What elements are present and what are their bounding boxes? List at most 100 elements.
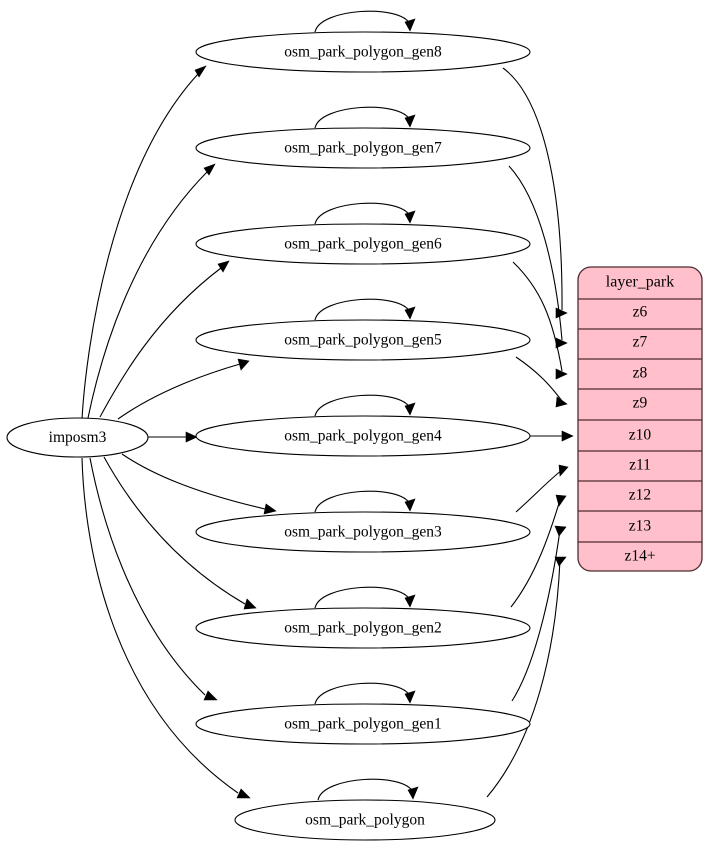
- self-loop-gen2: [314, 586, 411, 609]
- node-osm-park-polygon-gen6[interactable]: osm_park_polygon_gen6: [195, 223, 531, 265]
- node-gen8-shape[interactable]: [195, 31, 531, 73]
- arrowhead-gen6-to-z8: [555, 368, 568, 380]
- layer-park-table-outline: [577, 266, 703, 572]
- layer-park-table[interactable]: layer_park z6 z7 z8 z9 z10: [577, 266, 703, 572]
- node-osm-park-polygon-gen4[interactable]: osm_park_polygon_gen4: [195, 415, 531, 457]
- arrowhead-imposm3-to-gen1: [203, 690, 218, 701]
- layer-park-row-z11[interactable]: z11: [578, 450, 702, 474]
- node-osm-park-polygon-gen2[interactable]: osm_park_polygon_gen2: [195, 607, 531, 649]
- node-gen4-shape[interactable]: [195, 415, 531, 457]
- edge-imposm3-to-gen1: [89, 457, 206, 696]
- node-osm-park-polygon-gen7[interactable]: osm_park_polygon_gen7: [195, 127, 531, 169]
- self-loop-park-polygon: [317, 778, 414, 801]
- edge-gen8-to-z6: [502, 67, 563, 311]
- arrowhead-self-loop-gen1: [404, 690, 416, 704]
- arrowhead-imposm3-to-gen5: [237, 358, 250, 371]
- layer-park-row-z9[interactable]: z9: [578, 388, 702, 412]
- arrowhead-imposm3-to-gen6: [217, 260, 230, 273]
- node-gen6-label: osm_park_polygon_gen6: [284, 236, 442, 253]
- arrowhead-imposm3-to-gen8: [194, 65, 207, 78]
- arrowhead-self-loop-gen4: [404, 402, 416, 416]
- node-gen8-label: osm_park_polygon_gen8: [284, 44, 442, 61]
- arrowhead-self-loop-gen5: [404, 306, 416, 320]
- arrowhead-gen4-to-z10: [561, 430, 574, 442]
- layer-park-row-label-z10: z10: [629, 427, 652, 444]
- arrowhead-gen1-to-z13: [554, 525, 567, 537]
- node-gen3-shape[interactable]: [195, 511, 531, 553]
- layer-park-row-z12[interactable]: z12: [578, 480, 702, 504]
- arrowhead-self-loop-gen7: [404, 114, 416, 128]
- arrowhead-self-loop-gen2: [404, 594, 416, 608]
- node-gen2-label: osm_park_polygon_gen2: [284, 620, 442, 637]
- node-osm-park-polygon-gen5[interactable]: osm_park_polygon_gen5: [195, 319, 531, 361]
- edge-park-polygon-to-z14: [486, 559, 561, 798]
- arrowhead-imposm3-to-gen4: [185, 431, 198, 443]
- self-loop-gen5: [314, 298, 411, 321]
- node-gen1-label: osm_park_polygon_gen1: [284, 716, 442, 733]
- layer-park-row-label-z8: z8: [633, 365, 648, 382]
- node-gen3-label: osm_park_polygon_gen3: [284, 524, 442, 541]
- node-osm-park-polygon-gen8[interactable]: osm_park_polygon_gen8: [195, 31, 531, 73]
- edge-gen6-to-z8: [512, 261, 563, 372]
- layer-park-row-z14-plus[interactable]: z14+: [578, 541, 702, 565]
- edge-imposm3-to-gen5: [117, 363, 241, 420]
- arrowhead-self-loop-gen6: [404, 210, 416, 224]
- node-gen7-shape[interactable]: [195, 127, 531, 169]
- layer-park-header-label: layer_park: [606, 274, 674, 291]
- edge-imposm3-to-gen6: [99, 267, 222, 418]
- edge-imposm3-to-gen3: [121, 453, 266, 510]
- layer-park-row-z7[interactable]: z7: [578, 328, 702, 351]
- layer-park-row-z10[interactable]: z10: [578, 419, 702, 444]
- node-imposm3-label: imposm3: [49, 429, 107, 446]
- node-gen4-label: osm_park_polygon_gen4: [284, 428, 442, 445]
- arrowhead-imposm3-to-park-polygon: [236, 788, 251, 799]
- node-osm-park-polygon-gen3[interactable]: osm_park_polygon_gen3: [195, 511, 531, 553]
- layer-park-row-label-z7: z7: [633, 334, 648, 351]
- self-loop-gen1: [314, 682, 411, 705]
- layer-park-row-z13[interactable]: z13: [578, 510, 702, 535]
- layer-park-table-header: layer_park: [606, 274, 674, 291]
- node-gen5-label: osm_park_polygon_gen5: [284, 332, 442, 349]
- node-osm-park-polygon-gen1[interactable]: osm_park_polygon_gen1: [195, 703, 531, 745]
- self-loops: [314, 10, 419, 801]
- edge-gen3-to-z11: [515, 469, 563, 513]
- layer-park-table-bg: [578, 267, 702, 571]
- edge-imposm3-to-gen7: [87, 171, 208, 419]
- node-park-polygon-shape[interactable]: [234, 799, 496, 841]
- arrowhead-self-loop-park-polygon: [407, 786, 419, 800]
- self-loop-gen4: [314, 394, 411, 417]
- node-imposm3-shape[interactable]: [6, 417, 149, 458]
- layer-park-row-label-z12: z12: [629, 487, 651, 504]
- self-loop-gen3: [314, 490, 411, 513]
- layer-park-row-label-z11: z11: [629, 457, 651, 474]
- arrowhead-imposm3-to-gen3: [263, 503, 277, 515]
- edge-gen5-to-z9: [515, 356, 563, 402]
- layer-park-row-z8[interactable]: z8: [578, 358, 702, 382]
- edge-gen7-to-z7: [508, 165, 563, 341]
- edge-gen1-to-z13: [511, 529, 561, 702]
- node-gen6-shape[interactable]: [195, 223, 531, 265]
- layer-park-row-z6[interactable]: z6: [578, 298, 702, 321]
- self-loop-gen8: [314, 10, 411, 33]
- self-loop-gen7: [314, 106, 411, 129]
- layer-park-row-label-z13: z13: [629, 518, 652, 535]
- node-park-polygon-label: osm_park_polygon: [305, 812, 425, 829]
- node-gen7-label: osm_park_polygon_gen7: [284, 140, 442, 157]
- node-imposm3[interactable]: imposm3: [6, 417, 149, 458]
- arrowhead-imposm3-to-gen7: [203, 163, 216, 176]
- node-gen2-shape[interactable]: [195, 607, 531, 649]
- edge-imposm3-to-gen2: [103, 456, 246, 605]
- arrowhead-gen2-to-z12: [555, 494, 567, 507]
- arrowhead-gen5-to-z9: [555, 396, 568, 408]
- node-gen5-shape[interactable]: [195, 319, 531, 361]
- arrowhead-park-polygon-to-z14: [554, 556, 567, 567]
- self-loop-gen6: [314, 202, 411, 225]
- node-osm-park-polygon[interactable]: osm_park_polygon: [234, 799, 496, 841]
- layer-park-row-label-z14-plus: z14+: [624, 548, 655, 565]
- node-gen1-shape[interactable]: [195, 703, 531, 745]
- edge-gen2-to-z12: [510, 499, 561, 608]
- layer-park-row-label-z9: z9: [633, 395, 648, 412]
- layer-park-row-label-z6: z6: [633, 304, 648, 321]
